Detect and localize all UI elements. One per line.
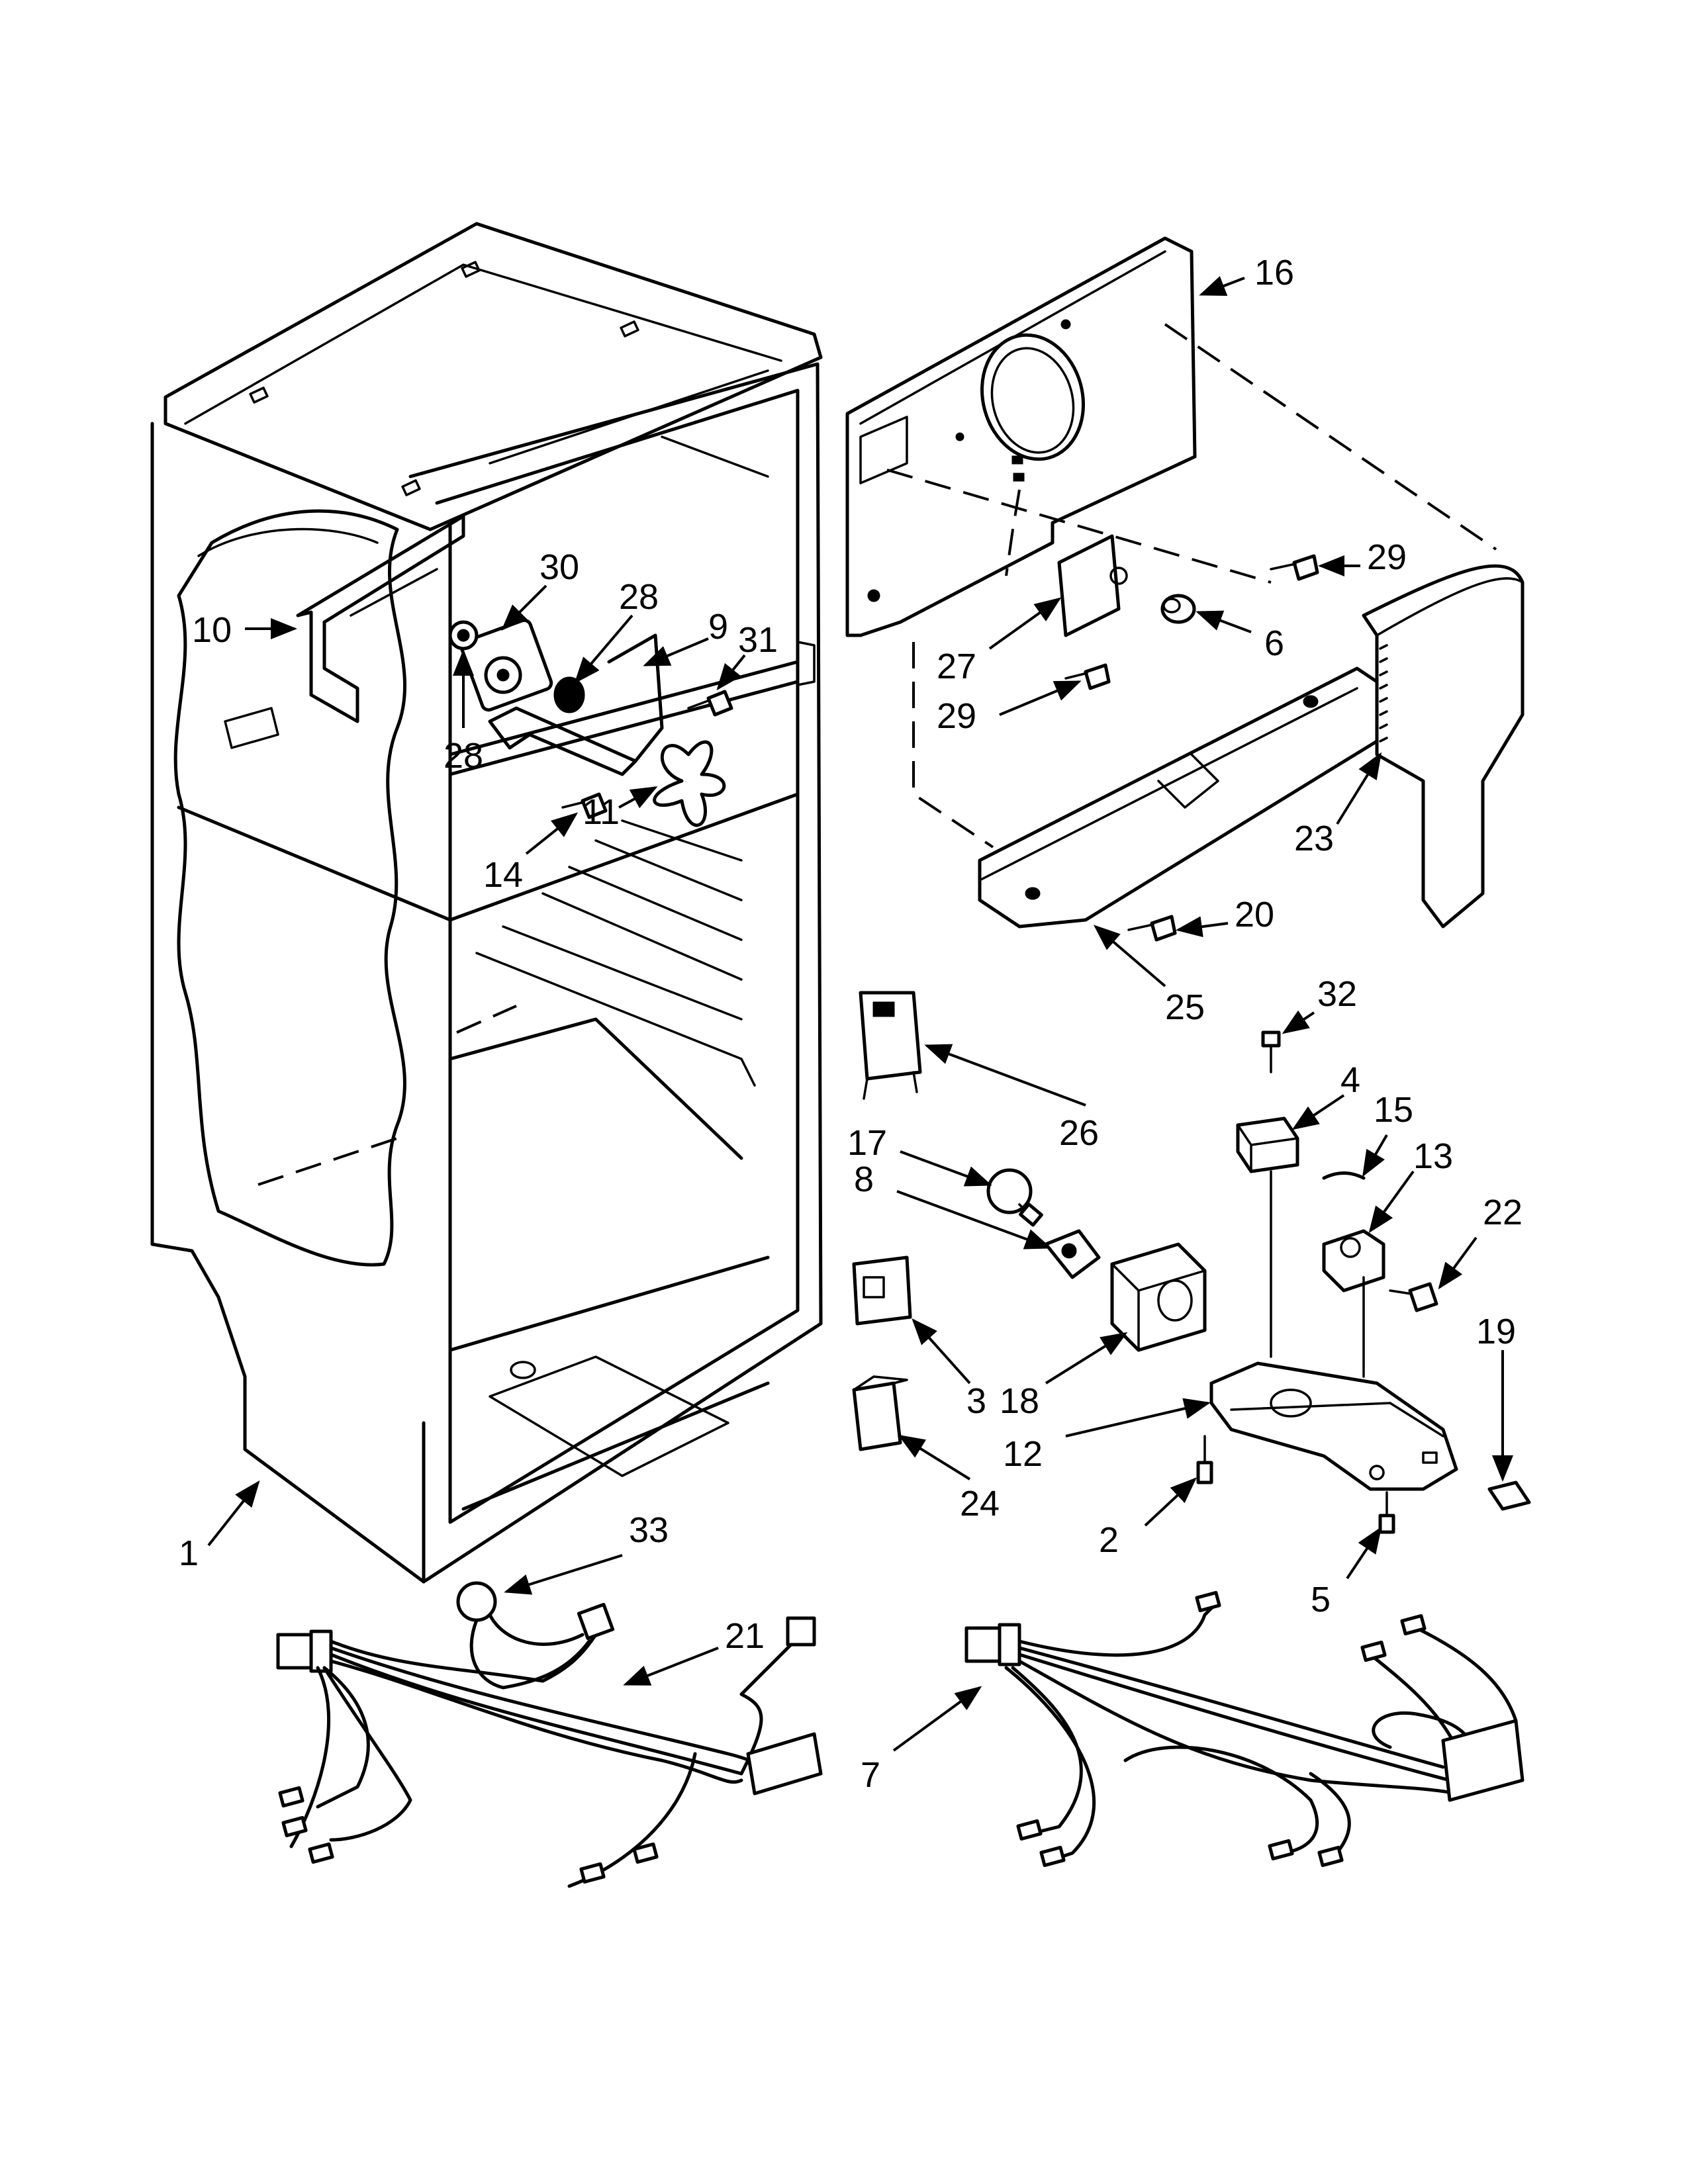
bracket [296,514,465,723]
callout-30: 30 [539,547,579,587]
rear-panel [845,236,1197,637]
callout-33: 33 [629,1510,669,1550]
control-housing [1362,564,1524,929]
callout-2: 2 [1099,1520,1119,1560]
callout-31: 31 [738,620,778,660]
callout-4: 4 [1340,1060,1360,1100]
screw [1127,915,1177,942]
screw [1064,554,1319,690]
wiring-harness-right [964,1590,1524,1868]
callout-27: 27 [937,647,976,686]
wiring-harness-left [276,1581,823,1888]
fan-motor-assembly [448,618,733,827]
callout-5: 5 [1311,1580,1331,1619]
assembly-line [1164,323,1497,551]
callout-11: 11 [583,792,620,832]
callout-28-top: 28 [619,577,659,617]
callout-6: 6 [1264,623,1284,663]
plug [1160,594,1196,624]
callout-3: 3 [966,1381,986,1421]
callout-9: 9 [708,607,728,647]
callout-12: 12 [1003,1434,1043,1474]
callout-29-top: 29 [1367,537,1407,577]
control-bracket [1196,1030,1531,1534]
callout-10: 10 [192,610,232,650]
electrical-components [852,991,1207,1451]
callout-15: 15 [1374,1090,1413,1130]
callout-26: 26 [1059,1113,1099,1153]
callout-28-left: 28 [444,736,483,776]
callout-19: 19 [1476,1312,1516,1351]
cabinet-liner [150,222,823,1584]
callout-1: 1 [179,1533,199,1573]
callout-20: 20 [1235,895,1274,934]
callout-7: 7 [861,1755,880,1795]
callout-16: 16 [1254,253,1294,293]
callout-13: 13 [1413,1136,1453,1176]
callout-29-bottom: 29 [937,696,976,736]
callout-32: 32 [1317,974,1357,1014]
callout-23: 23 [1294,819,1334,858]
callout-17: 17 [847,1123,887,1163]
assembly-line [886,469,1272,584]
callout-14: 14 [483,855,523,895]
callout-labels: 10 30 28 9 31 28 11 14 16 29 6 27 29 23 … [179,253,1523,1795]
callout-21: 21 [725,1616,765,1656]
callout-25: 25 [1165,987,1205,1027]
callout-8: 8 [854,1160,874,1199]
assembly-line [912,642,994,848]
callout-22: 22 [1483,1193,1523,1232]
light-shield [978,666,1379,929]
callout-18: 18 [1000,1381,1039,1421]
callout-arrows [207,276,1513,1752]
callout-24: 24 [960,1484,1000,1524]
